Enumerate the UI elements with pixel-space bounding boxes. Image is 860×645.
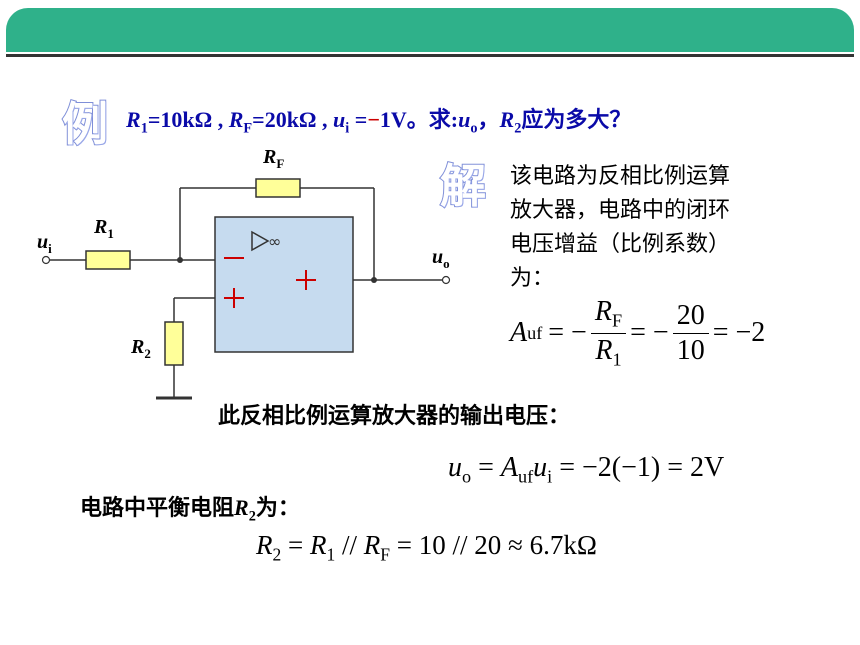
- gain-fraction-1: RF R1: [590, 296, 627, 370]
- solution-mark: 解: [439, 158, 487, 214]
- problem-statement: R1=10kΩ , RF=20kΩ , ui =−1V。求:uo，R2应为多大？: [126, 102, 631, 137]
- rf-value: =20kΩ ,: [252, 107, 328, 132]
- solution-line-2: 放大器，电路中的闭环: [510, 198, 731, 223]
- solution-line-3: 电压增益（比例系数）: [510, 232, 731, 257]
- rf-sub: F: [243, 120, 253, 137]
- solution-text: 该电路为反相比例运算 放大器，电路中的闭环 电压增益（比例系数） 为：: [510, 160, 730, 296]
- ui-equals: =: [349, 107, 368, 132]
- output-terminal: [441, 275, 451, 285]
- rf-label: RF: [263, 146, 285, 171]
- solution-line-1: 该电路为反相比例运算: [510, 164, 731, 189]
- junction-node: [177, 257, 183, 263]
- junction-node: [371, 277, 377, 283]
- resistor-rf: [255, 178, 301, 198]
- r1-label: R1: [94, 216, 114, 241]
- r2-label: R2: [131, 336, 151, 361]
- opamp-body: [214, 216, 354, 353]
- separator: ，: [477, 107, 500, 132]
- ui-value: 1V。求:: [379, 107, 459, 132]
- resistor-r1: [85, 250, 131, 270]
- r1-value: =10kΩ ,: [147, 107, 224, 132]
- ui-minus: −: [367, 107, 380, 132]
- resistor-r2: [164, 321, 184, 366]
- header-divider: [6, 54, 854, 57]
- uo-sub: o: [470, 120, 478, 137]
- question-text: 应为多大？: [521, 108, 632, 133]
- ui-symbol: u: [333, 107, 346, 132]
- r1-symbol: R: [126, 107, 141, 132]
- gain-eq-op-2: = −: [630, 317, 669, 349]
- r2-sub: 2: [514, 120, 522, 137]
- example-mark: 例: [61, 96, 109, 152]
- ui-sub: i: [345, 120, 350, 137]
- gain-result: = −2: [712, 317, 766, 349]
- ui-label: ui: [37, 231, 52, 256]
- opamp-triangle-icon: [251, 230, 270, 252]
- uo-symbol: u: [458, 107, 471, 132]
- balance-resistor-text: 电路中平衡电阻R2为：: [80, 495, 300, 525]
- gain-fraction-2: 20 10: [672, 300, 709, 367]
- rf-symbol: R: [228, 107, 244, 132]
- circuit-diagram: ∞: [41, 178, 451, 400]
- infinity-icon: ∞: [268, 232, 281, 251]
- output-equation: uo = Aufui = −2(−1) = 2V: [448, 452, 725, 487]
- gain-eq-op-1: = −: [548, 317, 587, 349]
- output-voltage-text: 此反相比例运算放大器的输出电压：: [218, 404, 571, 429]
- uo-label: uo: [432, 246, 450, 271]
- r2-symbol: R: [499, 107, 515, 132]
- auf-sub: uf: [527, 322, 543, 343]
- r1-sub: 1: [140, 120, 148, 137]
- balance-equation: R2 = R1 // RF = 10 // 20 ≈ 6.7kΩ: [256, 530, 597, 565]
- header-bar: [6, 8, 854, 52]
- solution-line-4: 为：: [510, 266, 555, 291]
- input-terminal: [41, 255, 51, 265]
- auf-symbol: A: [510, 317, 528, 349]
